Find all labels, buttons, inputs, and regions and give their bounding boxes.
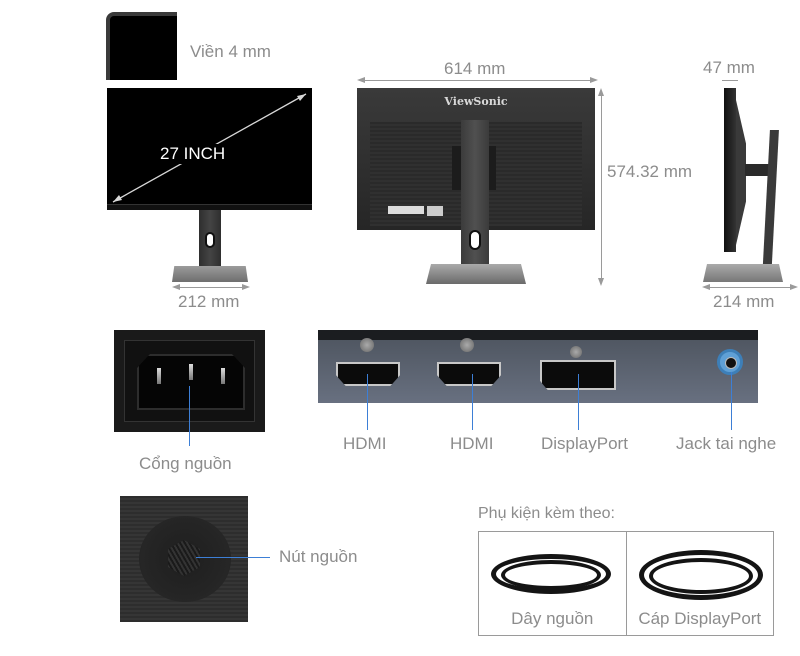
power-cable-image (491, 554, 611, 594)
callout-line (189, 386, 190, 446)
callout-line (472, 374, 473, 430)
accessory-power-cable: Dây nguồn (479, 532, 626, 635)
screw (570, 346, 582, 358)
arrow-left-icon (172, 284, 180, 290)
power-cable-coil (501, 560, 601, 590)
displayport-cable-coil (648, 558, 753, 594)
depth-label: 47 mm (703, 58, 755, 77)
cable-hole (205, 232, 215, 248)
brand-logo: ViewSonic (444, 95, 508, 108)
callout-line (367, 374, 368, 430)
accessory-label: Dây nguồn (511, 609, 594, 628)
bezel-label: Viền 4 mm (190, 42, 271, 61)
callout-line (731, 372, 732, 430)
headphone-jack (717, 349, 743, 375)
base-width-dimension-line (176, 287, 246, 288)
port-label-headphone: Jack tai nghe (676, 434, 777, 453)
accessories-title: Phụ kiện kèm theo: (478, 505, 615, 522)
socket-pin (221, 368, 225, 384)
base-depth-dimension-line (706, 287, 794, 288)
screw (360, 338, 374, 352)
arrow-up-icon (598, 88, 604, 96)
port-label-displayport: DisplayPort (541, 434, 628, 453)
side-panel (724, 88, 736, 252)
back-stand-base (426, 264, 526, 284)
arrow-right-icon (790, 284, 798, 290)
front-stand-base (172, 266, 248, 282)
side-back-housing (736, 100, 746, 245)
displayport-cable-image (638, 550, 763, 600)
hdmi-port-1 (336, 362, 400, 386)
accessories-table: Dây nguồn Cáp DisplayPort (478, 531, 774, 636)
power-button-label: Nút nguồn (279, 547, 358, 566)
callout-line (578, 374, 579, 430)
cable-hole (469, 230, 481, 250)
product-sticker (388, 206, 424, 214)
socket-pin (189, 364, 193, 380)
front-base-width-label: 212 mm (178, 292, 240, 311)
arrow-right-icon (590, 77, 598, 83)
hdmi-port-2 (437, 362, 501, 386)
port-label-hdmi-2: HDMI (450, 434, 494, 453)
width-dimension-line (360, 80, 594, 81)
side-hinge (745, 164, 769, 176)
callout-line (196, 557, 270, 558)
height-label: 574.32 mm (607, 162, 693, 181)
front-bottom-bezel (107, 204, 312, 210)
accessory-displayport-cable: Cáp DisplayPort (625, 532, 774, 635)
side-base-depth-label: 214 mm (713, 292, 775, 311)
height-dimension-line (601, 92, 602, 282)
power-port-label: Cổng nguồn (139, 454, 232, 473)
socket-pin (157, 368, 161, 384)
side-stand-post (762, 130, 779, 280)
screen-size-label: 27 INCH (158, 144, 228, 164)
side-stand-base (703, 264, 783, 282)
port-label-hdmi-1: HDMI (343, 434, 387, 453)
depth-dimension-line (722, 80, 738, 81)
arrow-right-icon (242, 284, 250, 290)
screw (460, 338, 474, 352)
width-label: 614 mm (444, 59, 506, 78)
arrow-left-icon (702, 284, 710, 290)
arrow-down-icon (598, 278, 604, 286)
bezel-closeup-image (106, 12, 177, 80)
qr-code-sticker (427, 206, 443, 216)
arrow-left-icon (357, 77, 365, 83)
power-socket (137, 354, 245, 410)
accessory-label: Cáp DisplayPort (638, 609, 762, 628)
